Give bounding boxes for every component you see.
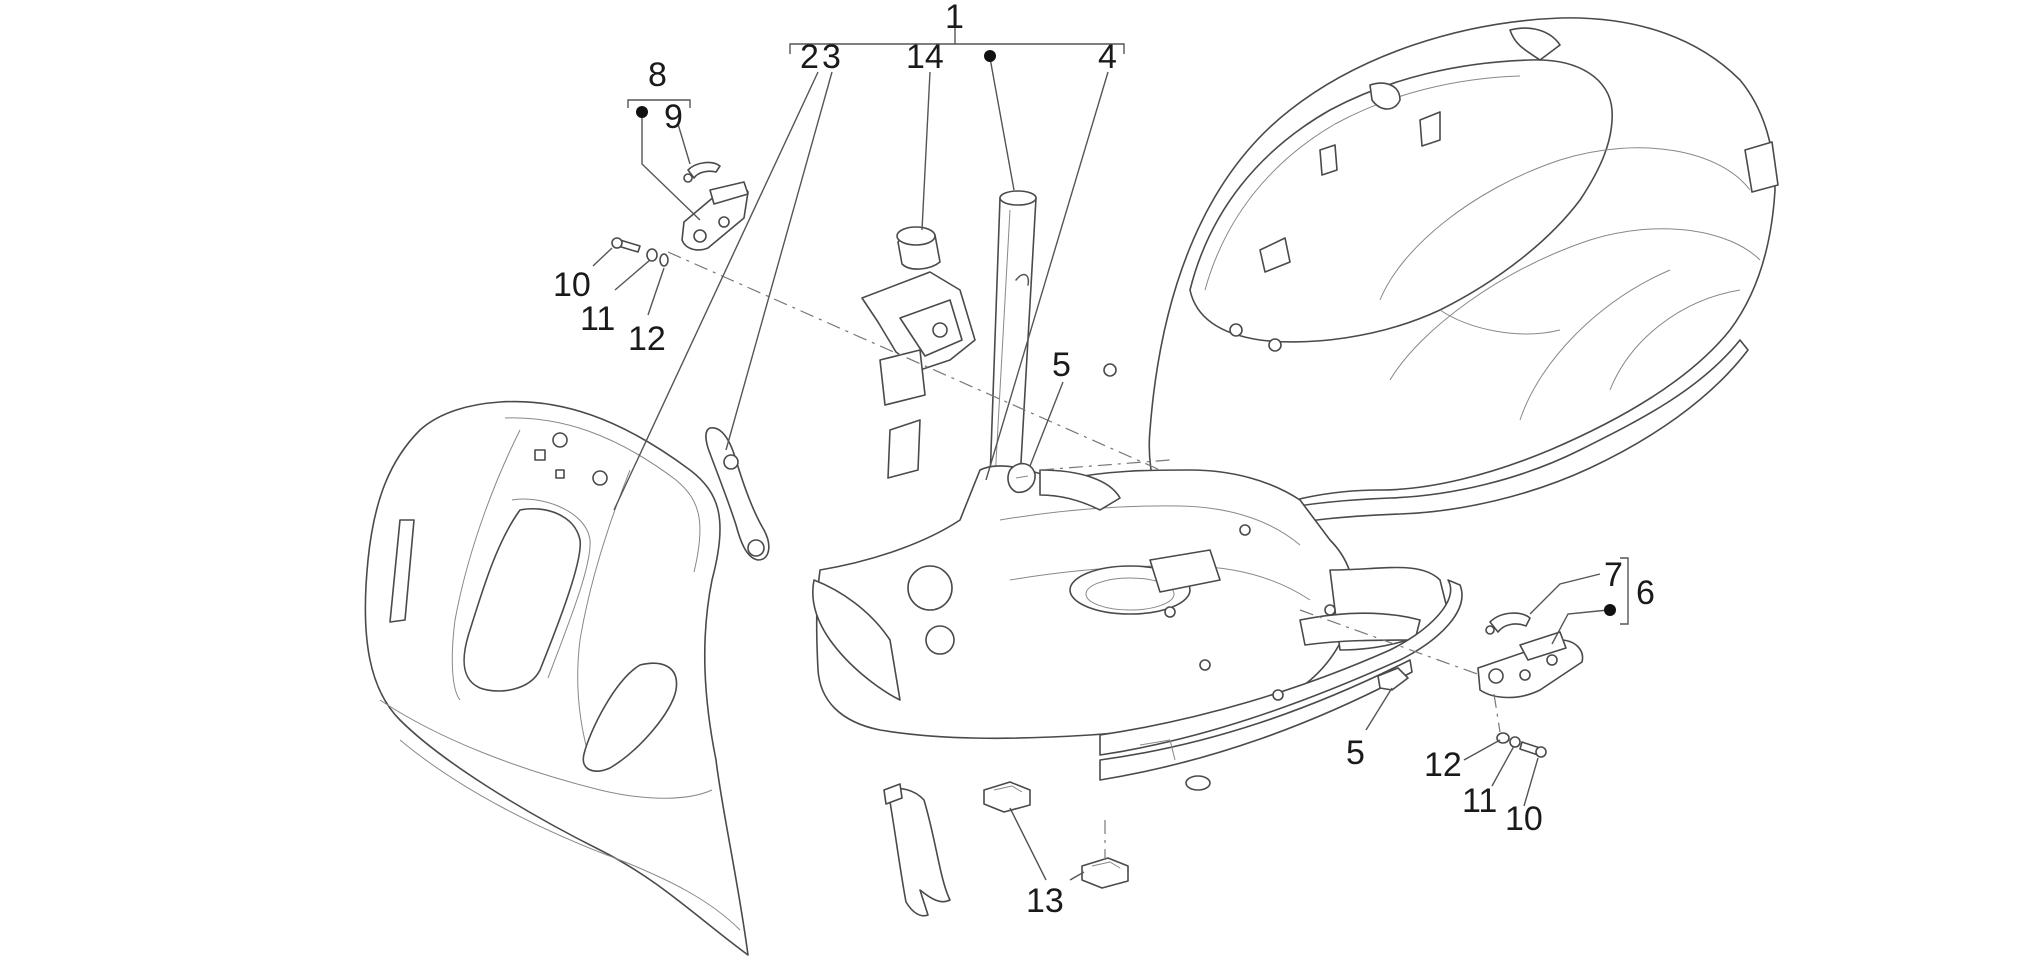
callout-leaders	[592, 22, 1629, 881]
callout-14: 14	[906, 38, 944, 76]
bracket-part-3	[705, 427, 770, 561]
washer-right-12	[1496, 732, 1510, 744]
screw-left-10	[611, 237, 641, 253]
callout-6: 6	[1636, 574, 1655, 612]
latch-assembly-left	[681, 161, 749, 251]
callout-12-left: 12	[628, 320, 666, 358]
clip-part-5-upper	[1007, 462, 1036, 494]
bushing-part-14	[896, 226, 941, 270]
callout-2: 2	[800, 38, 819, 76]
washer-left-12	[659, 253, 669, 267]
grommet-upper	[983, 781, 1031, 813]
assembly-axis-lines	[667, 251, 1501, 860]
screw-right-10	[1519, 741, 1547, 758]
callout-10-right: 10	[1505, 800, 1543, 838]
bullet-dot-right	[1604, 604, 1616, 616]
callout-4: 4	[1098, 38, 1117, 76]
washer-right-11	[1509, 736, 1521, 748]
clip-part-5-lower	[1377, 667, 1409, 691]
callout-11-left: 11	[580, 300, 615, 338]
callout-5-lower: 5	[1346, 734, 1365, 772]
callout-13: 13	[1026, 882, 1064, 920]
latch-assembly-right	[1477, 612, 1584, 699]
callout-5-upper: 5	[1052, 346, 1071, 384]
callout-7: 7	[1604, 556, 1623, 594]
washer-left-11	[646, 248, 658, 262]
callout-10-left: 10	[553, 266, 591, 304]
callout-9: 9	[664, 98, 683, 136]
callout-8: 8	[648, 56, 667, 94]
lower-cover-part	[883, 783, 951, 917]
bullet-dot-top	[984, 50, 996, 62]
scooter-frame-body	[811, 17, 1779, 791]
callout-1: 1	[945, 0, 964, 36]
callout-12-right: 12	[1424, 746, 1462, 784]
bullet-dot-left	[636, 106, 648, 118]
front-shield-part	[364, 400, 749, 956]
callout-11-right: 11	[1462, 782, 1497, 820]
grommet-lower	[1081, 857, 1129, 889]
callout-3: 3	[822, 38, 841, 76]
